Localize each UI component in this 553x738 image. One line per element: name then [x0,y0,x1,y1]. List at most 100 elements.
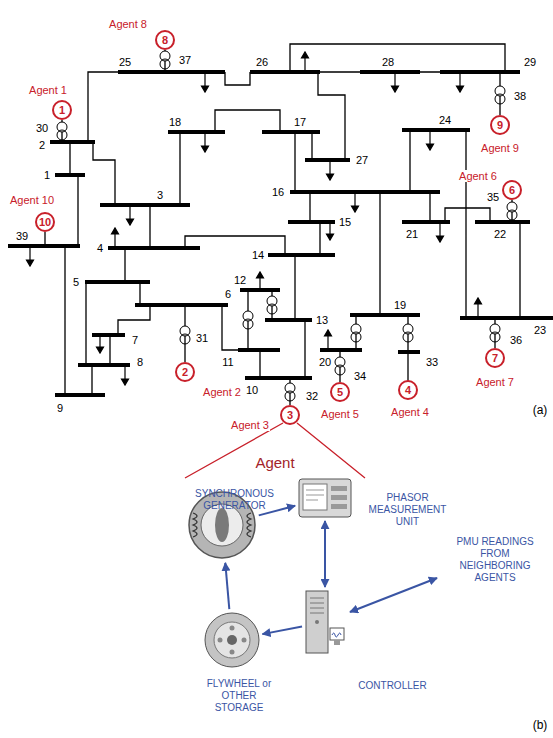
transformer-symbol [490,324,500,342]
signal-arrow [225,563,229,609]
transformer-symbol [57,122,67,140]
agent-circle: 3 [280,405,300,425]
agent-number: 9 [497,119,503,131]
bus-number: 1 [43,169,51,181]
bus-number: 10 [245,384,259,396]
agent-number: 7 [492,352,498,364]
agent-number: 4 [405,384,411,396]
agent-number: 6 [509,184,515,196]
bus-number: 34 [353,370,367,382]
agent-label: Agent 7 [475,376,515,388]
transformer-symbol [403,324,413,342]
bus-number: 8 [136,356,144,368]
transformer-symbol [351,324,361,342]
bus-number: 26 [255,56,269,68]
agent-number: 3 [287,409,293,421]
generator: SYNCHRONOUS GENERATOR [187,490,257,560]
transformer-symbol [267,296,277,314]
bus-number: 33 [425,356,439,368]
bus-number: 36 [509,334,523,346]
bus-number: 6 [224,288,232,300]
agent-title: Agent [150,454,400,471]
agent-label: Agent 2 [202,386,242,398]
agent-label: Agent 9 [480,142,520,154]
agent-label: Agent 10 [9,194,55,206]
bus-number: 9 [56,402,64,414]
signal-arrow [324,521,326,587]
bus-number: 19 [393,299,407,311]
panel-label: (b) [532,719,549,731]
agent-circle: 9 [490,115,510,135]
agent-circle: 1 [52,100,72,120]
agent-number: 5 [337,386,343,398]
bus-number: 37 [178,54,192,66]
bus-number: 16 [271,186,285,198]
transformer-symbol [243,311,253,329]
agent-label: Agent 5 [320,408,360,420]
bus-number: 21 [405,228,419,240]
bus-number: 30 [35,122,49,134]
controller-icon [305,590,345,654]
component-label: SYNCHRONOUS GENERATOR [187,488,282,512]
pmu-icon [298,478,352,518]
transformer-symbol [507,202,517,220]
signal-label: PMU READINGS FROM NEIGHBORING AGENTS [447,536,544,584]
bus-number: 12 [233,274,247,286]
panel-label: (a) [532,404,549,416]
agent-label: Agent 3 [230,419,270,431]
bus-number: 28 [381,56,395,68]
agent-label: Agent 1 [28,84,68,96]
bus-bars [8,72,553,395]
phasor-measurement-unit: PHASOR MEASUREMENT UNIT [298,478,352,518]
bus-number: 3 [156,189,164,201]
bus-number: 20 [318,356,332,368]
bus-number: 11 [221,356,234,368]
agent-label: Agent 6 [458,170,498,182]
agent-number: 2 [182,366,188,378]
bus-number: 2 [38,139,46,151]
agent-number: 10 [39,216,51,228]
bus-number: 27 [355,154,369,166]
bus-number: 38 [513,90,527,102]
signal-arrow [262,626,302,634]
bus-number: 35 [486,191,500,203]
transformer-symbol [495,86,505,104]
agent-circle: 6 [502,180,522,200]
component-label: CONTROLLER [355,680,430,692]
transformer-symbol [160,51,170,69]
flywheel-icon [204,612,260,668]
bus-number: 23 [533,324,547,336]
bus-number: 32 [305,390,319,402]
bus-number: 17 [293,116,307,128]
flywheel-storage: FLYWHEEL or OTHER STORAGE [204,612,260,668]
agent-circle: 7 [485,348,505,368]
transmission-lines [45,44,520,405]
agent-circle: 5 [330,382,350,402]
agent-outline [150,440,400,690]
bus-number: 7 [131,334,139,346]
bus-number: 13 [315,314,329,326]
agent-zoom-circle: AgentSYNCHRONOUS GENERATOR PHASOR MEASURE… [150,440,400,690]
transformer-symbol [180,326,190,344]
bus-number: 18 [168,116,182,128]
bus-number: 22 [493,228,507,240]
bus-number: 25 [118,56,132,68]
agent-number: 8 [162,34,168,46]
controller: CONTROLLER [305,590,345,654]
load-arrows [27,52,482,385]
bus-number: 5 [72,276,80,288]
agent-label: Agent 4 [390,406,430,418]
bus-number: 24 [438,114,452,126]
transformer-symbol [335,357,345,375]
agent-circle: 2 [175,362,195,382]
component-label: FLYWHEEL or OTHER STORAGE [204,678,274,714]
bus-number: 39 [15,230,29,242]
agent-circle: 10 [35,212,55,232]
bus-number: 4 [96,242,104,254]
bus-number: 14 [251,249,265,261]
bus-number: 31 [195,332,209,344]
bus-number: 29 [523,56,537,68]
agent-circle: 8 [155,30,175,50]
